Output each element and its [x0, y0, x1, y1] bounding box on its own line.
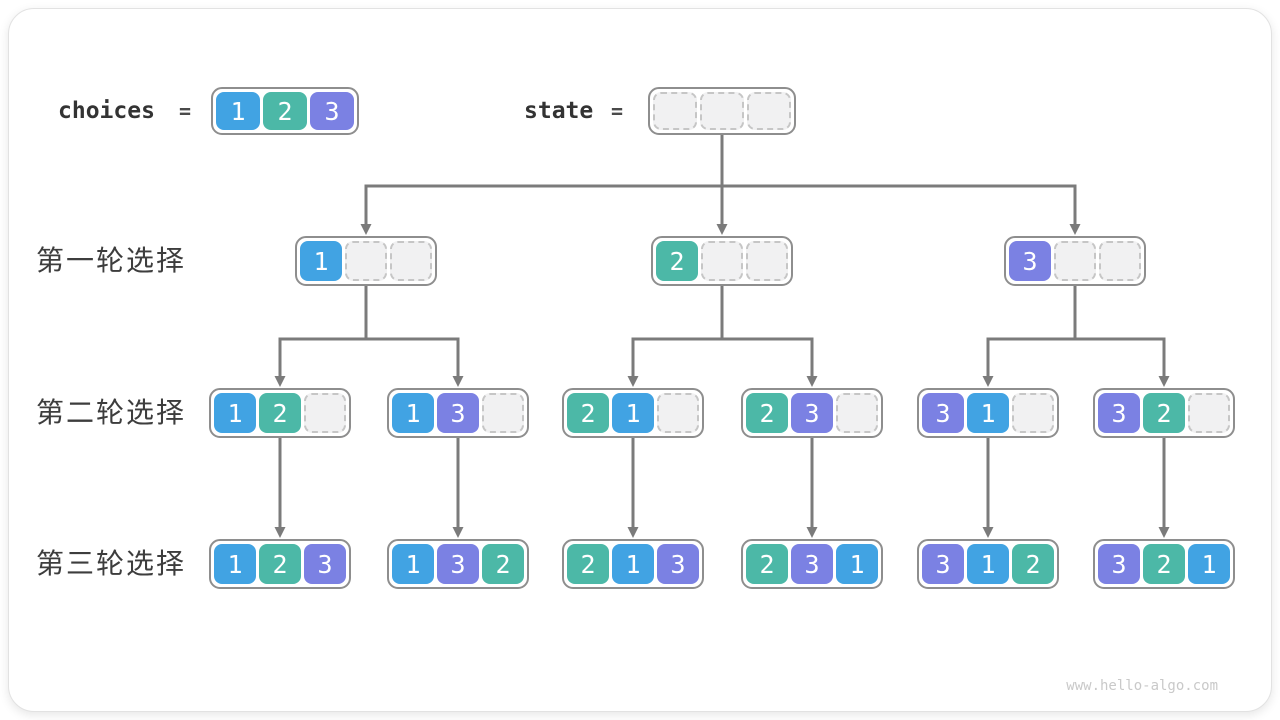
array-cell-empty: [700, 92, 744, 130]
array-cell-empty: [657, 393, 699, 433]
array-cell: 1: [1188, 544, 1230, 584]
array-cell: 2: [656, 241, 698, 281]
array-cell-empty: [836, 393, 878, 433]
array-cell: 2: [259, 393, 301, 433]
array-cell: 2: [567, 393, 609, 433]
array-cell: 3: [791, 544, 833, 584]
array-cell: 2: [482, 544, 524, 584]
round-1-label: 第一轮选择: [36, 245, 187, 276]
array-cell: 1: [967, 393, 1009, 433]
array-cell: 1: [967, 544, 1009, 584]
array-cell: 2: [746, 544, 788, 584]
state-node-round1: 2: [651, 236, 793, 286]
array-cell: 3: [437, 393, 479, 433]
array-cell-empty: [1188, 393, 1230, 433]
array-cell: 3: [657, 544, 699, 584]
array-cell: 3: [1098, 393, 1140, 433]
array-cell: 2: [567, 544, 609, 584]
choices-equals: =: [179, 99, 192, 123]
array-cell-empty: [482, 393, 524, 433]
array-cell: 1: [216, 92, 260, 130]
state-label: state: [524, 98, 594, 124]
array-cell-empty: [653, 92, 697, 130]
array-cell: 3: [304, 544, 346, 584]
array-cell-empty: [304, 393, 346, 433]
array-cell: 1: [214, 393, 256, 433]
array-cell: 2: [1143, 393, 1185, 433]
array-cell-empty: [746, 241, 788, 281]
array-cell: 3: [1098, 544, 1140, 584]
array-cell: 2: [1012, 544, 1054, 584]
array-cell: 3: [922, 544, 964, 584]
array-cell: 3: [1009, 241, 1051, 281]
array-cell: 1: [300, 241, 342, 281]
array-cell-empty: [1099, 241, 1141, 281]
array-cell-empty: [1054, 241, 1096, 281]
array-cell-empty: [701, 241, 743, 281]
array-cell: 1: [392, 544, 434, 584]
array-cell: 3: [437, 544, 479, 584]
array-cell: 2: [1143, 544, 1185, 584]
choices-label: choices: [58, 98, 155, 124]
array-cell: 3: [922, 393, 964, 433]
round-2-label: 第二轮选择: [36, 397, 187, 428]
array-cell: 1: [612, 393, 654, 433]
array-cell-empty: [747, 92, 791, 130]
array-cell: 2: [259, 544, 301, 584]
round-3-label: 第三轮选择: [36, 548, 187, 579]
array-cell: 1: [392, 393, 434, 433]
array-cell: 1: [214, 544, 256, 584]
array-cell: 2: [263, 92, 307, 130]
array-cell: 2: [746, 393, 788, 433]
state-node-round1: 1: [295, 236, 437, 286]
array-cell-empty: [345, 241, 387, 281]
state-array-box: [648, 87, 796, 135]
array-cell: 3: [791, 393, 833, 433]
array-cell-empty: [1012, 393, 1054, 433]
array-cell: 1: [836, 544, 878, 584]
array-cell: 3: [310, 92, 354, 130]
state-equals: =: [611, 99, 624, 123]
array-cell: 1: [612, 544, 654, 584]
watermark: www.hello-algo.com: [1066, 678, 1218, 694]
array-cell-empty: [390, 241, 432, 281]
state-node-round1: 3: [1004, 236, 1146, 286]
